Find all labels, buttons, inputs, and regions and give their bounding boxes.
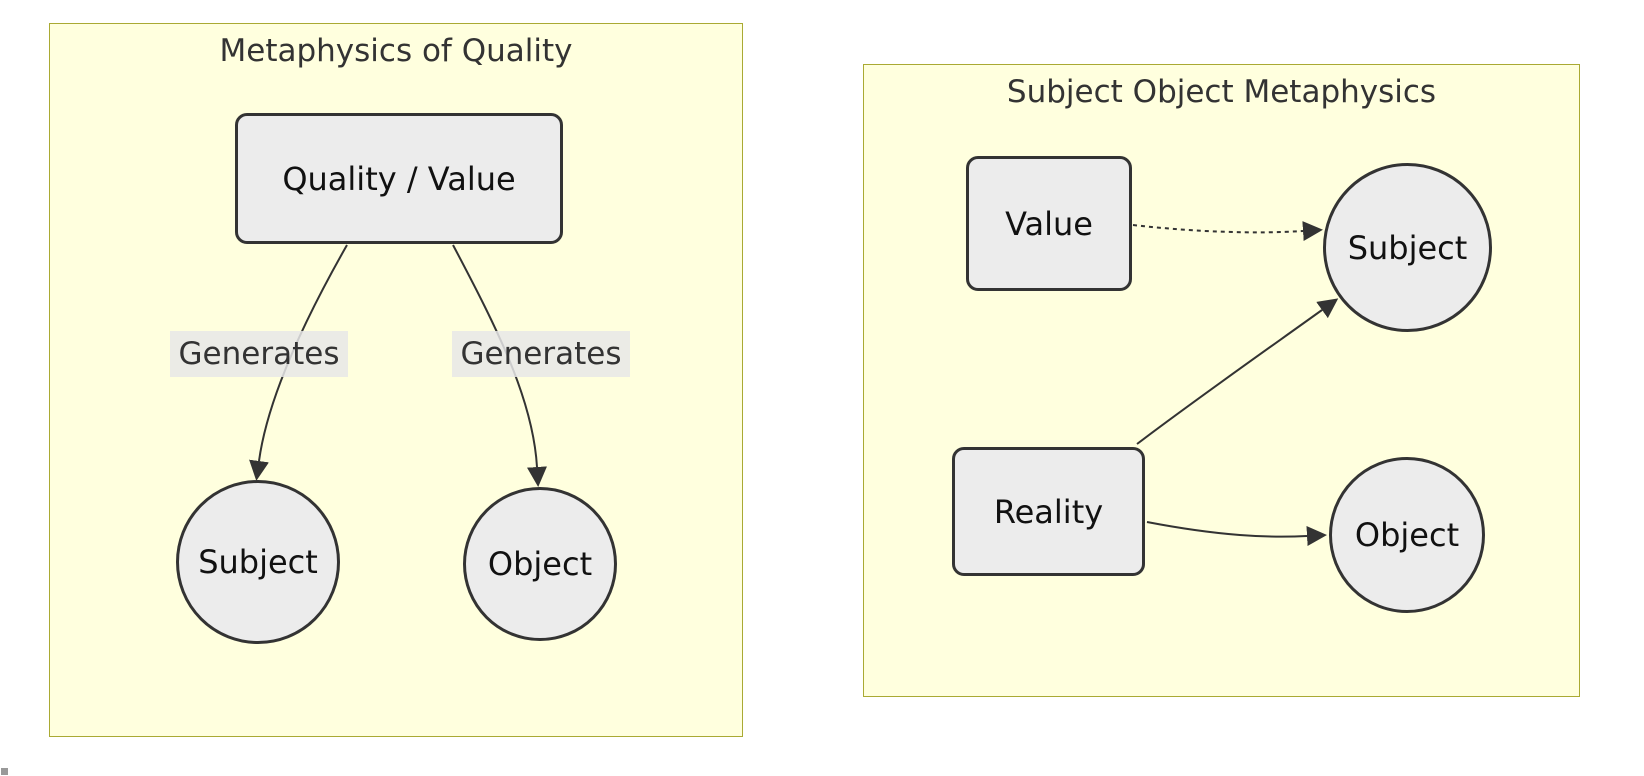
- node-som-object-label: Object: [1354, 516, 1460, 554]
- node-som-value-label: Value: [1005, 204, 1093, 243]
- node-moq-object-label: Object: [487, 545, 593, 583]
- node-som-reality-label: Reality: [993, 492, 1104, 531]
- corner-artifact: [1, 768, 8, 775]
- node-som-reality: Reality: [952, 447, 1145, 576]
- subgraph-title-subject-object-metaphysics: Subject Object Metaphysics: [1006, 74, 1437, 110]
- node-moq-object: Object: [463, 487, 617, 641]
- subgraph-title-metaphysics-of-quality: Metaphysics of Quality: [219, 33, 573, 69]
- node-som-subject: Subject: [1323, 163, 1492, 332]
- node-som-object: Object: [1329, 457, 1485, 613]
- node-moq-subject-label: Subject: [198, 543, 318, 581]
- edge-label-generates-subject: Generates: [170, 331, 348, 377]
- node-som-subject-label: Subject: [1347, 228, 1468, 267]
- node-quality-value: Quality / Value: [235, 113, 563, 244]
- node-moq-subject: Subject: [176, 480, 340, 644]
- node-quality-value-label: Quality / Value: [282, 159, 516, 198]
- edge-label-generates-object: Generates: [452, 331, 630, 377]
- node-som-value: Value: [966, 156, 1132, 291]
